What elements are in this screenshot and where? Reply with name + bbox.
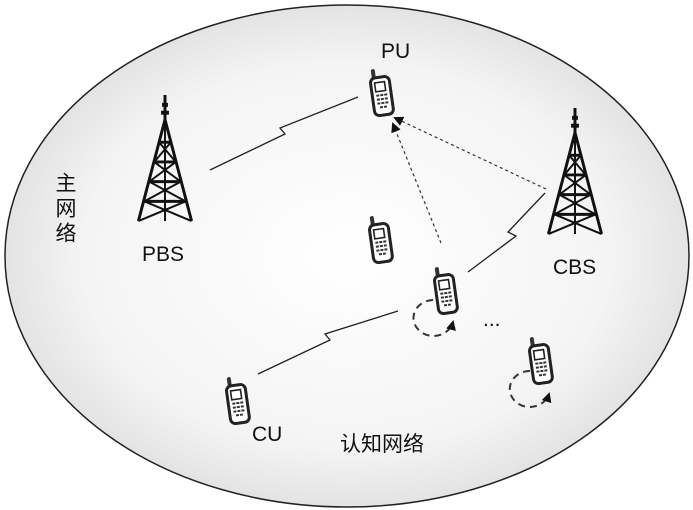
pu-label: PU bbox=[381, 40, 410, 64]
more-users-ellipsis: ... bbox=[483, 308, 501, 332]
cu-label: CU bbox=[252, 423, 282, 447]
cognitive-network-label: 认知网络 bbox=[340, 428, 424, 458]
cbs-label: CBS bbox=[553, 256, 596, 280]
primary-network-label: 主网络 bbox=[50, 172, 80, 247]
pbs-label: PBS bbox=[142, 243, 184, 267]
